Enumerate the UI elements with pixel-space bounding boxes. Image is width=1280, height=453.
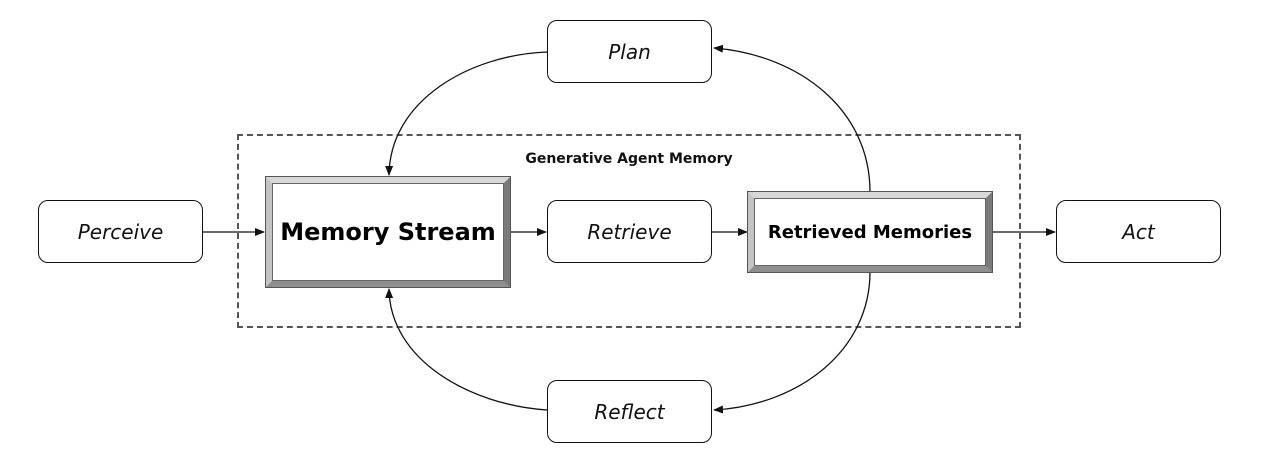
reflect-label: Reflect: [594, 399, 665, 424]
perceive-label: Perceive: [77, 219, 164, 244]
perceive-node: Perceive: [38, 200, 203, 263]
plan-node: Plan: [547, 20, 712, 83]
plan-label: Plan: [608, 39, 651, 64]
retrieved-memories-label: Retrieved Memories: [767, 221, 973, 243]
memory-stream-label: Memory Stream: [280, 218, 496, 246]
generative-agent-memory-group: [237, 134, 1021, 328]
edge-retrieved-memories-to-reflect: [713, 271, 871, 414]
retrieve-label: Retrieve: [587, 219, 672, 244]
act-label: Act: [1122, 219, 1155, 244]
edge-plan-to-memory-stream: [385, 51, 548, 176]
group-title: Generative Agent Memory: [525, 151, 733, 167]
memory-stream-node: Memory Stream: [265, 176, 511, 288]
reflect-node: Reflect: [547, 380, 712, 443]
edge-reflect-to-memory-stream: [385, 288, 548, 411]
retrieve-node: Retrieve: [547, 200, 712, 263]
edge-retrieved-memories-to-plan: [713, 44, 871, 193]
retrieved-memories-node: Retrieved Memories: [747, 191, 993, 273]
act-node: Act: [1056, 200, 1221, 263]
